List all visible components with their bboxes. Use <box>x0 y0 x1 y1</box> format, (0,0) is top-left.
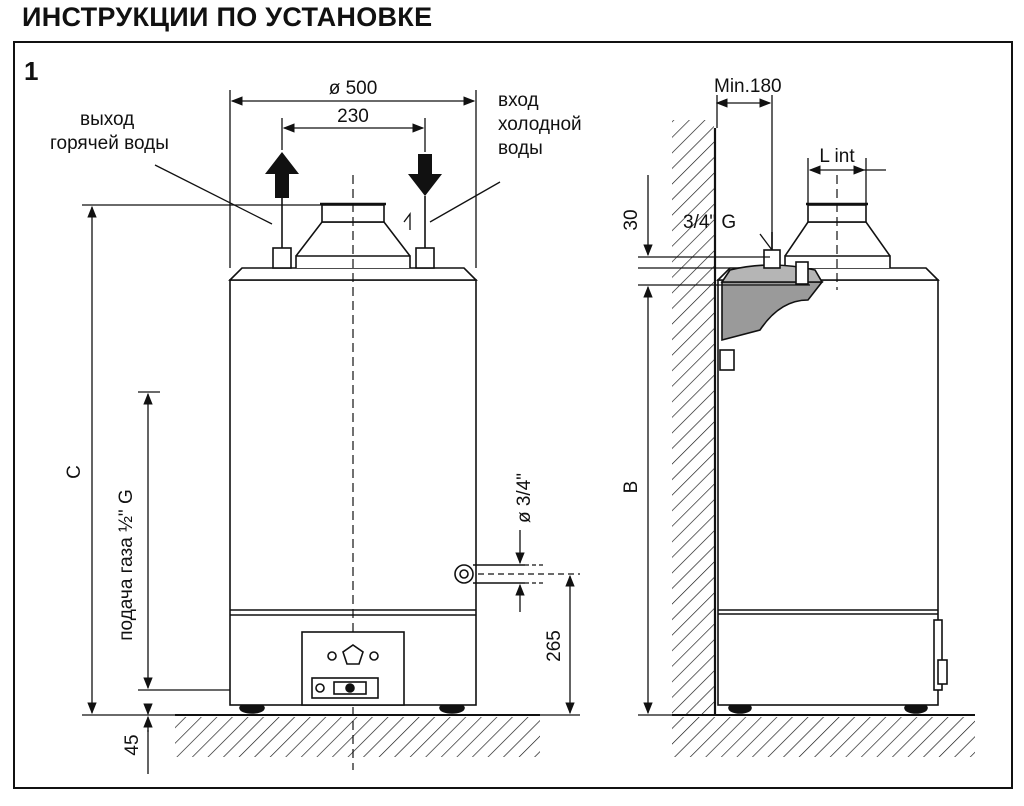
gas-connection-ring <box>454 564 474 584</box>
cold-pipe-stub <box>415 247 435 269</box>
dim-spacing-label: 230 <box>337 106 369 127</box>
dim-diameter-label: ø 500 <box>329 78 378 99</box>
hot-water-label-line-2: горячей воды <box>50 133 169 154</box>
hot-water-up-arrow <box>265 152 299 198</box>
side-pipe-stub <box>763 249 781 269</box>
cold-water-down-arrow <box>408 154 442 196</box>
side-dimensions <box>638 95 886 716</box>
dim-top-label: 30 <box>621 209 642 230</box>
figure-number: 1 <box>24 56 38 86</box>
dim-feet-label: 45 <box>122 734 143 755</box>
figure-frame <box>13 41 1013 789</box>
pentagon-burner-icon <box>342 644 364 665</box>
dim-b-label: B <box>621 481 642 494</box>
cold-water-label-line-1: вход <box>498 90 539 111</box>
leader-cold-water <box>429 181 501 223</box>
side-floor-hatch <box>672 717 975 757</box>
gas-supply-label: подача газа ½" G <box>116 489 137 641</box>
hot-water-label-line-1: выход <box>80 109 134 130</box>
page-title: ИНСТРУКЦИИ ПО УСТАНОВКЕ <box>22 2 433 32</box>
front-view <box>175 175 540 770</box>
floor-hatch <box>175 717 540 757</box>
wall-hatch <box>672 120 714 715</box>
side-view <box>672 120 975 757</box>
cold-water-label-line-3: воды <box>498 138 543 159</box>
gas-pipe <box>473 564 525 584</box>
cutaway-section <box>721 281 824 342</box>
dim-l-int-label: L int <box>819 146 855 167</box>
dim-c-label: C <box>64 465 85 479</box>
side-control-panel <box>933 619 943 691</box>
front-dimensions <box>82 90 580 774</box>
leader-hot-water <box>154 164 273 225</box>
hot-pipe-stub <box>272 247 292 269</box>
leader-thread <box>759 233 773 251</box>
wall-bracket <box>719 349 735 371</box>
thread-label: 3/4" G <box>683 212 736 233</box>
front-labels: выход горячей воды вход холодной воды ø … <box>50 78 582 756</box>
side-heater-body <box>717 279 939 706</box>
dim-gas-diameter-label: ø 3/4" <box>514 473 535 523</box>
dim-min-wall-label: Min.180 <box>714 76 782 97</box>
dim-gas-height-label: 265 <box>544 630 565 662</box>
cold-water-label-line-2: холодной <box>498 114 582 135</box>
side-labels: Min.180 L int 3/4" G 30 B <box>621 76 855 493</box>
